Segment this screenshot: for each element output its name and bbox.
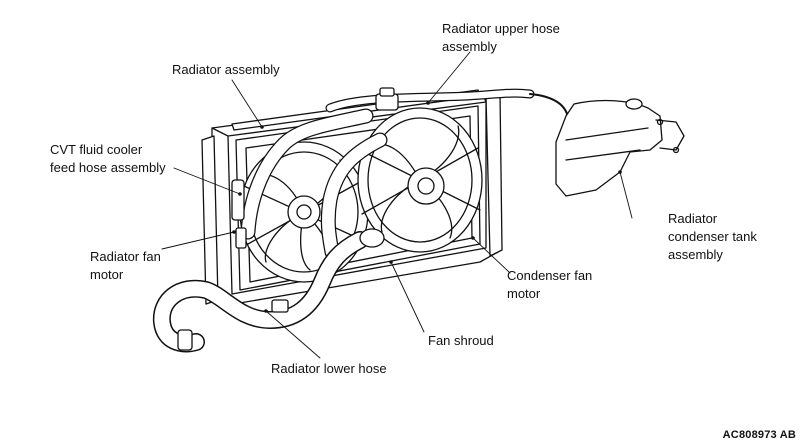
- label-condenser-tank-line1: Radiator: [668, 211, 718, 226]
- label-condenser-tank-line2: condenser tank: [668, 229, 757, 244]
- radiator-condenser-tank: [555, 98, 685, 197]
- label-condenser-fan-motor: Condenser fan motor: [507, 267, 592, 303]
- label-condenser-fan-line2: motor: [507, 286, 541, 301]
- label-radiator-assembly: Radiator assembly: [172, 62, 280, 77]
- label-radiator-upper-hose-line1: Radiator upper hose: [442, 21, 560, 36]
- label-cvt-line2: feed hose assembly: [50, 160, 166, 175]
- label-radiator-fan-motor: Radiator fan motor: [90, 248, 161, 284]
- label-condenser-fan-line1: Condenser fan: [507, 268, 593, 283]
- label-cvt-line1: CVT fluid cooler: [50, 142, 143, 157]
- label-fan-motor-line2: motor: [90, 267, 124, 282]
- radiator-lower-hose: [152, 228, 385, 353]
- label-fan-shroud: Fan shroud: [428, 333, 494, 348]
- condenser-fan: [357, 107, 483, 253]
- label-radiator-lower-hose: Radiator lower hose: [271, 361, 387, 376]
- label-condenser-tank-line3: assembly: [668, 247, 723, 262]
- label-fan-motor-line1: Radiator fan: [90, 249, 161, 264]
- label-cvt-fluid-cooler: CVT fluid cooler feed hose assembly: [50, 141, 166, 177]
- label-radiator-upper-hose-line2: assembly: [442, 39, 497, 54]
- label-radiator-upper-hose: Radiator upper hose assembly: [442, 20, 560, 56]
- radiator-upper-hose: [325, 87, 571, 141]
- figure-code: AC808973 AB: [722, 429, 796, 441]
- label-radiator-condenser-tank: Radiator condenser tank assembly: [668, 210, 757, 264]
- leader-lines: [161, 51, 633, 359]
- leader-dots: [232, 101, 622, 313]
- cvt-fluid-cooler-hose: [231, 108, 388, 260]
